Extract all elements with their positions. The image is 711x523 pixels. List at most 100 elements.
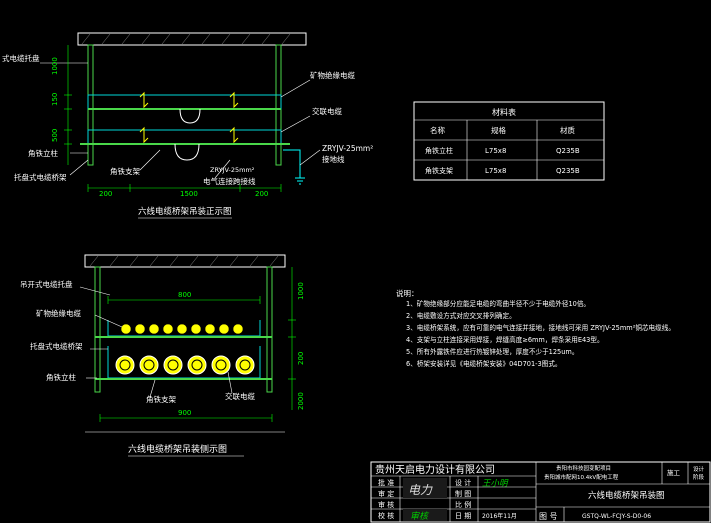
label-ground-cable-2: ZRYJV-25mm² bbox=[210, 166, 255, 174]
mid-label: 日 期 bbox=[455, 512, 471, 520]
label-side-tray-top: 吊开式电缆托盘 bbox=[20, 279, 73, 289]
label-mineral-cable: 矿物绝缘电缆 bbox=[310, 70, 355, 80]
notes: 说明： 1、矿物绝缘部分应能足电缆的弯曲半径不少于电缆外径10倍。 2、电缆敷设… bbox=[396, 288, 675, 368]
note-item: 2、电缆敷设方式对应交叉排列确定。 bbox=[406, 311, 516, 320]
materials-table: 材料表 名称 规格 材质 角铁立柱 L75x8 Q235B 角铁支架 L75x8… bbox=[413, 101, 605, 181]
ac-cable bbox=[235, 355, 255, 375]
dim-800: 800 bbox=[178, 291, 191, 299]
cable-loop-lower bbox=[174, 143, 200, 161]
mineral-cable bbox=[176, 323, 188, 335]
stage-label: 施工 bbox=[667, 468, 681, 477]
dim-side-200: 200 bbox=[297, 352, 305, 365]
ground-cable-line bbox=[283, 149, 301, 178]
label-side-ac-cable: 交联电缆 bbox=[225, 391, 255, 401]
top-view-labels: 式电缆托盘 矿物绝缘电缆 交联电缆 角铁立柱 角铁支架 托盘式电缆桥架 ZRYJ… bbox=[2, 53, 373, 186]
label-ground-wire-note: 电气连接跨接线 bbox=[203, 176, 256, 186]
materials-cell: L75x8 bbox=[485, 147, 506, 155]
project-line-2: 贵阳城市配网10.4kV配电工程 bbox=[544, 473, 619, 481]
drawing-no-label: 图 号 bbox=[539, 512, 558, 521]
side-view-leaders bbox=[79, 286, 233, 398]
drawing-date: 2016年11月 bbox=[482, 512, 517, 520]
signature-block bbox=[403, 509, 447, 521]
left-label: 校 核 bbox=[378, 511, 394, 520]
dim-side-1000: 1000 bbox=[297, 282, 305, 300]
dim-1500: 1500 bbox=[180, 190, 198, 198]
dim-500: 500 bbox=[51, 129, 59, 142]
side-view-dim-lines bbox=[99, 267, 296, 422]
side-view-labels: 吊开式电缆托盘 矿物绝缘电缆 托盘式电缆桥架 角铁立柱 角铁支架 交联电缆 bbox=[20, 279, 255, 404]
mid-label: 制 图 bbox=[455, 489, 471, 498]
side-view-dims: 800 900 1000 200 2000 bbox=[178, 282, 305, 417]
materials-cell: L75x8 bbox=[485, 167, 506, 175]
label-angle-support: 角铁支架 bbox=[110, 166, 140, 176]
signature-1: 电力 bbox=[408, 483, 433, 497]
mid-label: 比 例 bbox=[455, 500, 471, 509]
title-block: 贵州天启电力设计有限公司 贵阳市科技园变配项目 贵阳城市配网10.4kV配电工程… bbox=[370, 461, 711, 523]
title-block-border bbox=[370, 461, 711, 523]
label-ground-cable-note: 接地线 bbox=[322, 154, 345, 164]
note-item: 6、桥架安装详见《电缆桥架安装》04D701-3图式。 bbox=[406, 359, 562, 368]
lower-break-marks bbox=[139, 126, 239, 144]
project-line-1: 贵阳市科技园变配项目 bbox=[556, 464, 611, 472]
dim-200-left: 200 bbox=[99, 190, 112, 198]
upper-break-marks bbox=[139, 91, 239, 109]
dim-150: 150 bbox=[51, 93, 59, 106]
ac-cable bbox=[211, 355, 231, 375]
materials-header-name: 名称 bbox=[430, 125, 445, 135]
materials-cell: 角铁支架 bbox=[425, 166, 453, 175]
cable-loop-upper bbox=[179, 108, 201, 124]
top-view: 1000 150 500 200 1500 200 式电缆托盘 矿物绝缘电缆 交… bbox=[2, 32, 373, 219]
top-view-dims: 1000 150 500 200 1500 200 bbox=[51, 57, 268, 198]
mineral-cable bbox=[218, 323, 230, 335]
label-side-angle-support: 角铁支架 bbox=[146, 394, 176, 404]
top-view-leaders bbox=[40, 62, 321, 179]
materials-title: 材料表 bbox=[492, 107, 516, 117]
side-view: 800 900 1000 200 2000 吊开式电缆托盘 矿物绝缘电缆 托盘式… bbox=[20, 254, 305, 457]
ground-symbol bbox=[295, 177, 305, 185]
top-view-dim-lines bbox=[64, 45, 282, 192]
note-item: 5、所有外露铁件应进行热镀锌处理，厚度不少于125um。 bbox=[406, 347, 578, 356]
ac-cable bbox=[115, 355, 135, 375]
stage-labels: 施工 设计 阶段 bbox=[667, 465, 705, 481]
left-labels: 批 准 审 定 审 核 校 核 bbox=[378, 478, 394, 520]
mineral-cable bbox=[134, 323, 146, 335]
materials-cell: 角铁立柱 bbox=[425, 146, 453, 155]
notes-title: 说明： bbox=[396, 288, 419, 298]
left-label: 批 准 bbox=[378, 478, 394, 487]
ceiling-slab bbox=[77, 32, 307, 46]
label-tray-top: 式电缆托盘 bbox=[2, 53, 40, 63]
ac-cable bbox=[139, 355, 159, 375]
signature-block bbox=[403, 478, 447, 498]
signature-2: 审核 bbox=[410, 511, 430, 522]
left-label: 审 核 bbox=[378, 500, 394, 509]
signatures: 电力 审核 王小明 bbox=[403, 478, 509, 522]
mineral-cable bbox=[232, 323, 244, 335]
side-ceiling-hatch bbox=[89, 255, 279, 267]
dim-1000: 1000 bbox=[51, 57, 59, 75]
label-angle-post: 角铁立柱 bbox=[28, 148, 58, 158]
company-name: 贵州天启电力设计有限公司 bbox=[375, 463, 495, 476]
side-view-title: 六线电缆桥架吊装侧示图 bbox=[128, 443, 227, 455]
dim-900: 900 bbox=[178, 409, 191, 417]
stage-label-3: 阶段 bbox=[693, 473, 705, 481]
side-post-left bbox=[94, 266, 101, 393]
top-view-title: 六线电缆桥架吊装正示图 bbox=[138, 206, 232, 217]
mineral-cable bbox=[204, 323, 216, 335]
drawing-no: GSTQ-WL-FCJY-S-D0-06 bbox=[582, 513, 651, 520]
mineral-cable bbox=[162, 323, 174, 335]
stage-label-2: 设计 bbox=[693, 465, 705, 473]
dim-200-right: 200 bbox=[255, 190, 268, 198]
mineral-cable bbox=[148, 323, 160, 335]
label-tray-bottom: 托盘式电缆桥架 bbox=[14, 172, 67, 182]
materials-table-grid bbox=[414, 119, 604, 180]
materials-cell: Q235B bbox=[556, 147, 580, 155]
materials-cell: Q235B bbox=[556, 167, 580, 175]
dim-side-2000: 2000 bbox=[297, 392, 305, 410]
note-item: 3、电缆桥架系统，应有可靠的电气连接并接地，接地线可采用 ZRYJV-25mm²… bbox=[406, 323, 675, 332]
side-ceiling-slab bbox=[84, 254, 286, 268]
mid-label: 设 计 bbox=[455, 478, 471, 487]
materials-rows: 角铁立柱 L75x8 Q235B 角铁支架 L75x8 Q235B bbox=[425, 146, 580, 175]
ac-cables bbox=[115, 355, 255, 375]
label-side-mineral-cable: 矿物绝缘电缆 bbox=[36, 308, 81, 318]
